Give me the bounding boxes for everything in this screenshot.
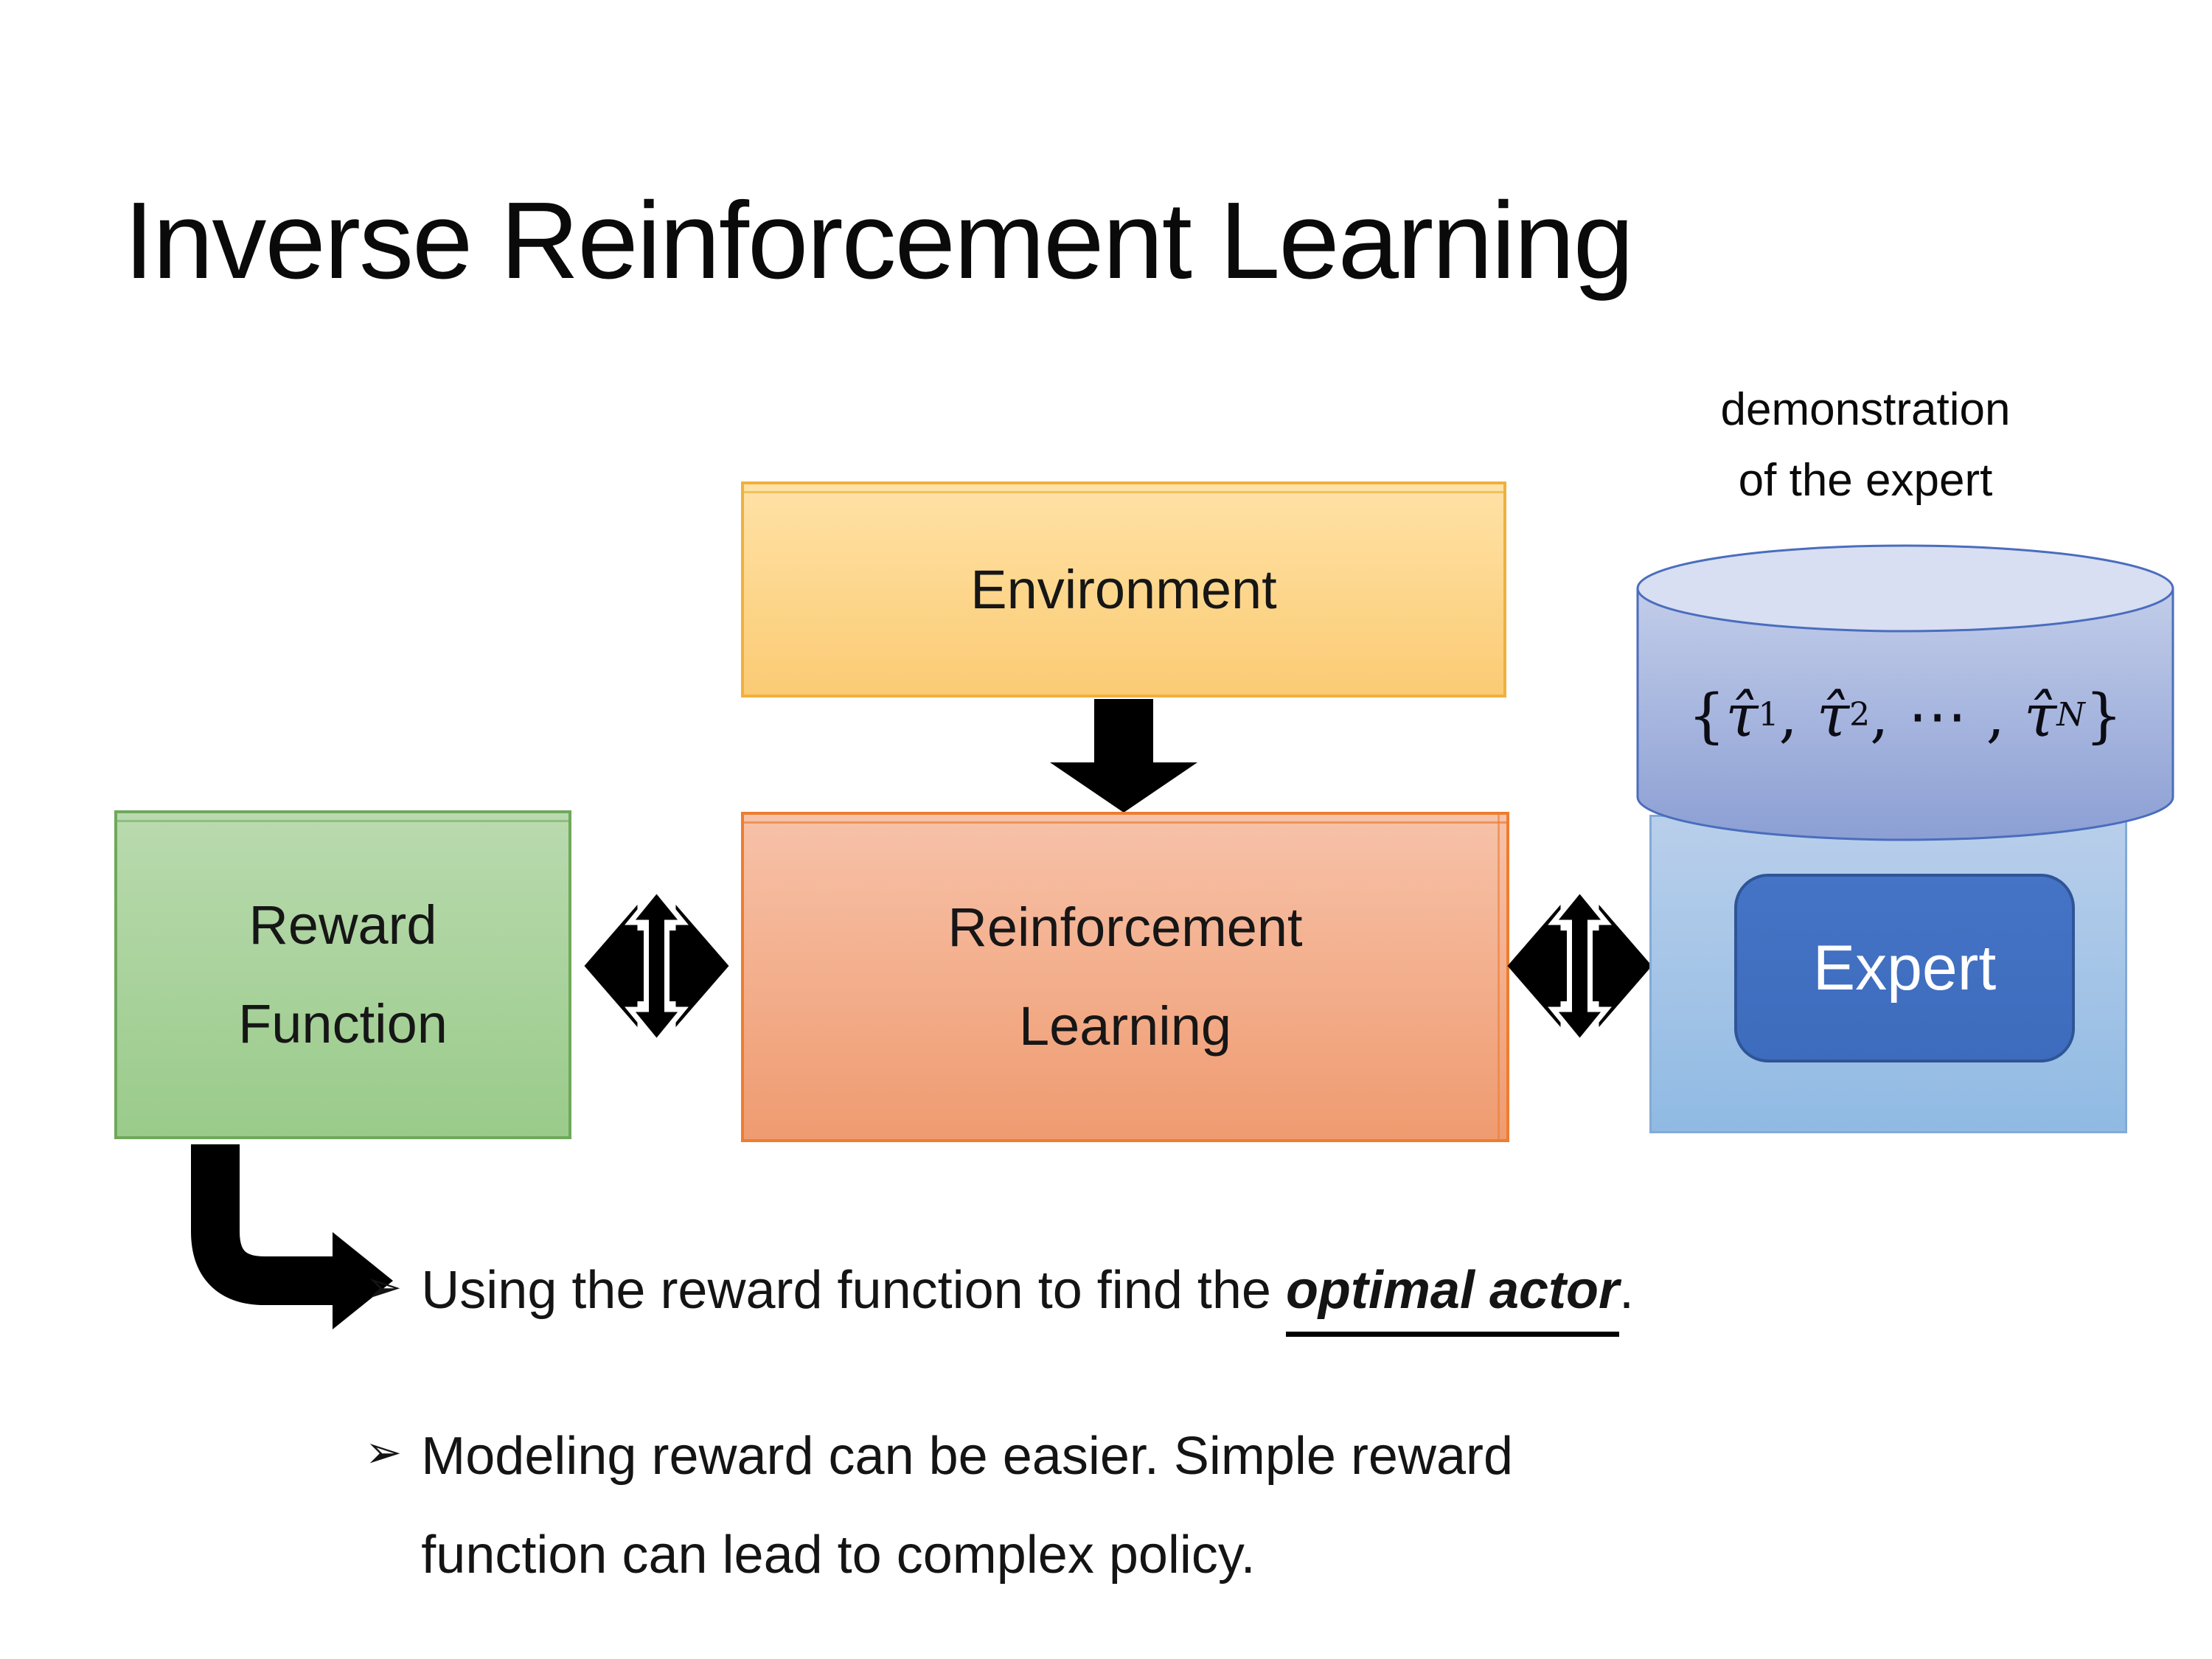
- double-arrow-right-icon: [1507, 888, 1652, 1043]
- page-title: Inverse Reinforcement Learning: [124, 180, 1634, 302]
- bent-arrow-icon: [191, 1144, 393, 1329]
- down-arrow-icon: [1050, 699, 1197, 813]
- cylinder-body: [1636, 588, 2174, 841]
- bullet-text: Using the reward function to find the op…: [421, 1253, 1634, 1337]
- bullet-marker-icon: ➢: [365, 1262, 403, 1313]
- reward-function-label: Reward Function: [238, 894, 448, 1054]
- double-arrow-left-icon: [584, 888, 729, 1043]
- expert-label: Expert: [1812, 932, 1997, 1004]
- environment-box: Environment: [741, 481, 1506, 698]
- expert-box: Expert: [1734, 874, 2075, 1062]
- reward-function-box: Reward Function: [114, 810, 571, 1139]
- bullet-item-optimal-actor: ➢ Using the reward function to find the …: [365, 1253, 2135, 1337]
- demonstrations-cylinder: [1636, 544, 2174, 841]
- reinforcement-learning-box: Reinforcement Learning: [741, 812, 1509, 1142]
- annotation-line-2: of the expert: [1738, 455, 1993, 506]
- optimal-actor-emphasis: optimal actor: [1285, 1261, 1620, 1337]
- bullet-item-modeling-reward: ➢ Modeling reward can be easier. Simple …: [365, 1407, 2135, 1604]
- cylinder-top-ellipse: [1636, 544, 2174, 633]
- environment-label: Environment: [970, 558, 1277, 620]
- bullet-marker-icon: ➢: [365, 1427, 403, 1478]
- annotation-demonstration-of-expert: demonstration of the expert: [1585, 375, 2146, 516]
- annotation-line-1: demonstration: [1720, 384, 2011, 435]
- reinforcement-learning-label: Reinforcement Learning: [947, 897, 1303, 1057]
- trajectory-set-formula: {τ̂1,τ̂2,⋯,τ̂N}: [1688, 681, 2123, 750]
- bullet-text: Modeling reward can be easier. Simple re…: [421, 1427, 1514, 1585]
